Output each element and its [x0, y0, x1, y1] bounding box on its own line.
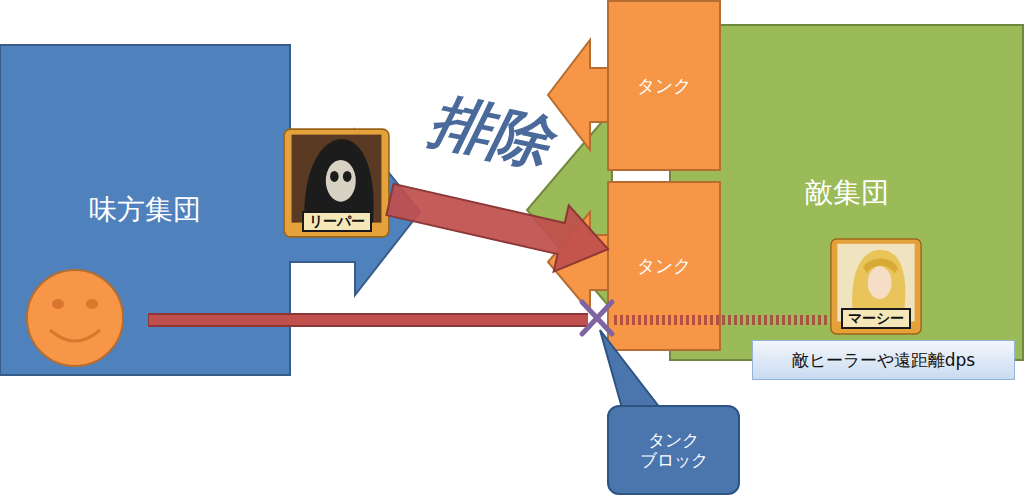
- elimination-arrow: [386, 184, 608, 272]
- hero-card: マーシー: [830, 238, 922, 335]
- attack-line: [149, 315, 588, 325]
- box-label: タンク: [637, 75, 691, 97]
- enemy-group-shape: [670, 25, 1023, 360]
- enemy-group: タンクタンクマーシー敵集団: [670, 25, 1023, 360]
- edge-label: 排除: [423, 80, 557, 184]
- hero-name: マーシー: [841, 308, 911, 329]
- callout-pointer: [600, 330, 660, 408]
- group-title: 敵集団: [805, 176, 889, 210]
- note-text: 敵ヒーラーや遠距離dps: [792, 350, 975, 370]
- callout-text: タンク ブロック: [639, 430, 709, 471]
- box-label: タンク: [637, 255, 691, 277]
- hero-card: リーパー: [283, 128, 390, 238]
- hero-name: リーパー: [302, 211, 372, 232]
- attack-line: [148, 313, 588, 327]
- blocked-line: [614, 315, 828, 325]
- block-cross: [582, 302, 612, 334]
- note-box: 敵ヒーラーや遠距離dps: [752, 340, 1015, 380]
- callout-box: タンク ブロック: [607, 405, 740, 495]
- smiley-face: [27, 270, 123, 366]
- group-title: 味方集団: [89, 193, 201, 227]
- tank-shape: [548, 1, 720, 170]
- tank-box: タンク: [608, 1, 720, 170]
